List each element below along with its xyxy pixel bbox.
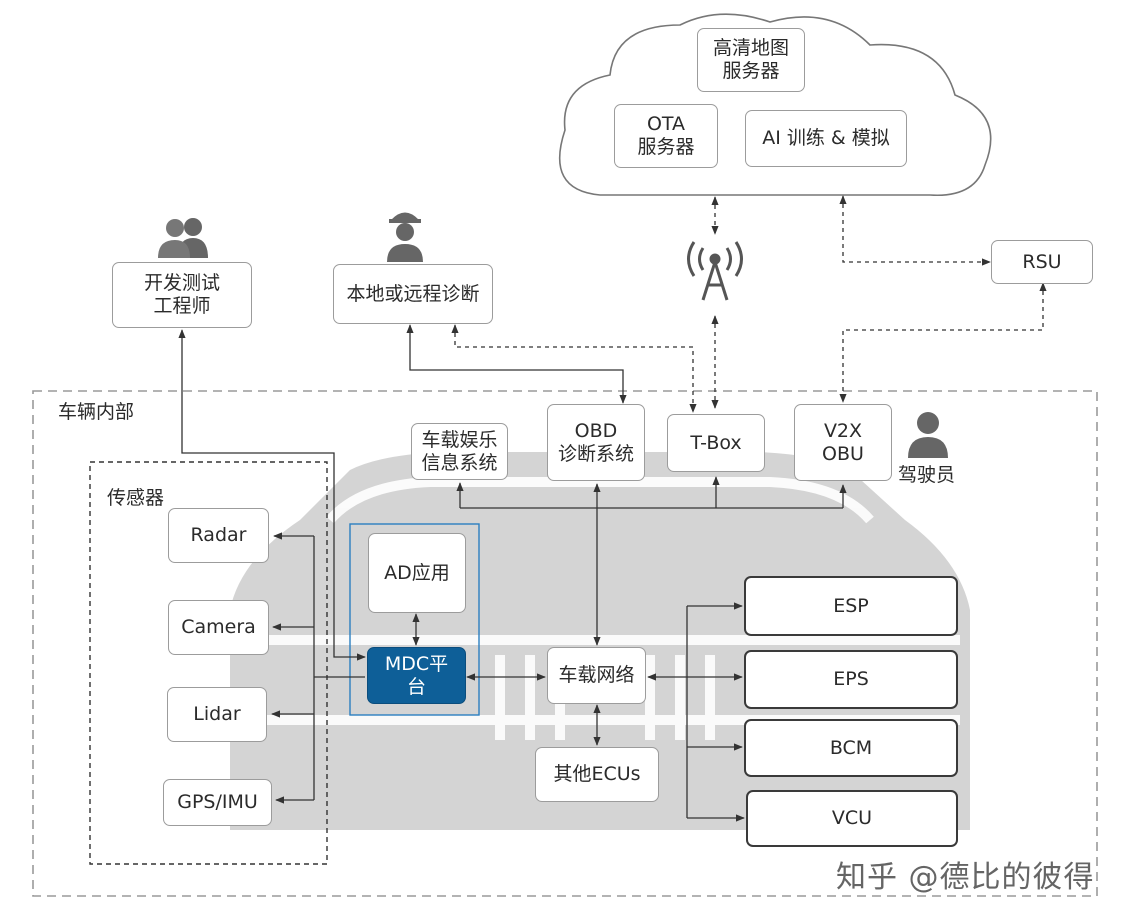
- antenna-icon: [687, 241, 743, 301]
- vehicle-interior-label: 车辆内部: [58, 401, 135, 423]
- v2x-obu-label: V2X OBU: [822, 419, 864, 465]
- hd-map-server-box[interactable]: 高清地图 服务器: [697, 28, 805, 92]
- sensor-radar-label: Radar: [190, 524, 247, 547]
- actuator-bcm-box[interactable]: BCM: [744, 719, 958, 777]
- test-engineer-label: 开发测试 工程师: [143, 272, 220, 317]
- sensor-lidar-box[interactable]: Lidar: [167, 687, 267, 742]
- sensor-lidar-label: Lidar: [193, 703, 241, 726]
- test-engineer-box[interactable]: 开发测试 工程师: [112, 262, 252, 328]
- actuator-esp-label: ESP: [833, 594, 869, 617]
- wireless-links: [451, 195, 1047, 413]
- sensor-camera-box[interactable]: Camera: [168, 600, 269, 655]
- ai-training-box[interactable]: AI 训练 & 模拟: [745, 110, 907, 167]
- hd-map-server-label: 高清地图 服务器: [712, 37, 789, 82]
- watermark-text: 知乎 @德比的彼得: [836, 860, 1095, 895]
- mechanic-icon: [387, 212, 423, 262]
- wired-links: [178, 324, 847, 822]
- vehicle-network-label: 车载网络: [558, 664, 635, 687]
- sensor-camera-label: Camera: [181, 616, 256, 639]
- driver-label: 驾驶员: [898, 464, 956, 486]
- actuator-eps-label: EPS: [833, 668, 869, 691]
- ad-application-box[interactable]: AD应用: [368, 533, 466, 613]
- actuator-vcu-box[interactable]: VCU: [746, 790, 958, 847]
- sensor-gps-imu-label: GPS/IMU: [177, 791, 258, 814]
- tbox-label: T-Box: [690, 431, 742, 454]
- driver-icon: [908, 412, 948, 458]
- obd-label: OBD 诊断系统: [557, 419, 634, 465]
- actuator-vcu-label: VCU: [831, 807, 873, 830]
- vehicle-network-box[interactable]: 车载网络: [547, 647, 646, 704]
- infotainment-box[interactable]: 车载娱乐 信息系统: [411, 423, 508, 480]
- actuator-esp-box[interactable]: ESP: [744, 576, 958, 636]
- ad-application-label: AD应用: [384, 561, 450, 584]
- sensors-group-label: 传感器: [107, 487, 165, 509]
- actuator-bcm-label: BCM: [829, 736, 873, 759]
- rsu-box[interactable]: RSU: [991, 240, 1093, 284]
- ota-server-box[interactable]: OTA 服务器: [614, 104, 718, 168]
- ota-server-label: OTA 服务器: [637, 113, 695, 158]
- diagnosis-box[interactable]: 本地或远程诊断: [333, 264, 493, 324]
- other-ecus-box[interactable]: 其他ECUs: [535, 747, 659, 802]
- diagnosis-label: 本地或远程诊断: [346, 282, 480, 305]
- sensor-gps-imu-box[interactable]: GPS/IMU: [163, 779, 272, 826]
- ai-training-label: AI 训练 & 模拟: [762, 127, 890, 150]
- mdc-platform-label: MDC平 台: [384, 652, 449, 698]
- obd-box[interactable]: OBD 诊断系统: [547, 404, 645, 481]
- infotainment-label: 车载娱乐 信息系统: [421, 428, 498, 474]
- sensor-radar-box[interactable]: Radar: [168, 508, 269, 563]
- rsu-label: RSU: [1022, 250, 1062, 273]
- other-ecus-label: 其他ECUs: [553, 763, 641, 786]
- engineers-icon: [158, 218, 208, 258]
- actuator-eps-box[interactable]: EPS: [744, 650, 958, 709]
- mdc-platform-box[interactable]: MDC平 台: [367, 647, 466, 704]
- v2x-obu-box[interactable]: V2X OBU: [794, 404, 892, 481]
- tbox-box[interactable]: T-Box: [667, 414, 765, 472]
